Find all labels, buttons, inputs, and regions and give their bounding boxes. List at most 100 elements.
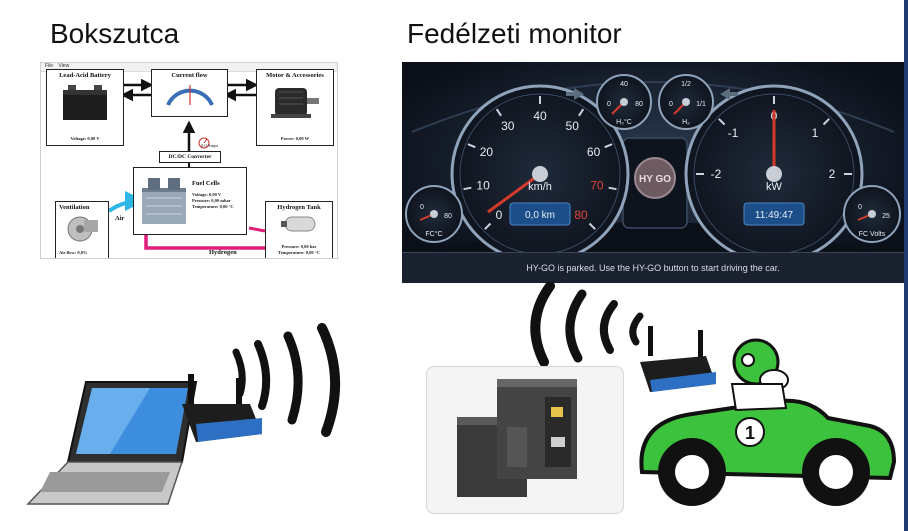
h2temp-tick-2: 80: [635, 101, 643, 108]
speed-tick-mark-5: [578, 108, 585, 117]
odometer-display: [509, 202, 571, 226]
hy-go-logo-icon[interactable]: [634, 157, 676, 199]
ventilation-airflow: Air flow: 0,0%: [59, 250, 88, 255]
power-tick-3: 1: [812, 126, 819, 140]
clock-display: [743, 202, 805, 226]
power-tick-0: -2: [711, 167, 722, 181]
menu-file[interactable]: File: [45, 63, 54, 69]
speed-tick-7: 70: [590, 178, 604, 192]
pit-lane-schematic: File View Lead-Acid Battery: [40, 62, 338, 259]
power-tick-mark-3: [822, 118, 830, 126]
speed-tick-2: 20: [480, 145, 494, 159]
gas-cylinder-icon: [281, 216, 316, 232]
speedometer-hub: [532, 166, 548, 182]
hy-go-logo-text: HY GO: [639, 174, 671, 185]
ventilation-title: Ventilation: [59, 204, 90, 211]
battery-title: Lead-Acid Battery: [59, 72, 111, 79]
h2level-tick-2: 1/1: [696, 101, 706, 108]
race-car-icon: 1: [639, 326, 897, 506]
fuel-cells-pressure: Pressure: 0,00 mbar: [192, 198, 231, 203]
laptop-icon: [26, 381, 198, 505]
controller-photo-panel: [426, 366, 624, 514]
dashboard-cluster: 0 10 20 30 40 50 60 70 80 -2 -1 0 1 2 km/h 0,0 km kW…: [402, 62, 904, 282]
current-amps: 0,0 Amps: [201, 143, 219, 148]
power-unit: kW: [766, 181, 783, 193]
fuel-cells-voltage: Voltage: 0,00 V: [192, 192, 222, 197]
fcvolts-tick-0: 0: [858, 204, 862, 211]
fcvolts-tick-1: 25: [882, 213, 890, 220]
wifi-waves-right-icon: [530, 282, 644, 367]
power-hub: [766, 166, 782, 182]
battery-box[interactable]: Lead-Acid Battery Voltage: 0,00 V: [46, 69, 124, 146]
wifi-router-car-icon: [640, 326, 716, 392]
speedometer-ticks: 0 10 20 30 40 50 60 70 80: [463, 96, 617, 230]
hydrogen-tank-pressure: Pressure: 0,00 bar: [281, 244, 317, 249]
ventilation-box[interactable]: Ventilation Air flow: 0,0%: [55, 201, 109, 258]
speed-tick-4: 40: [533, 109, 547, 123]
h2temp-tick-0: 0: [607, 101, 611, 108]
speed-tick-5: 50: [566, 119, 580, 133]
h2level-unit: H₂: [682, 119, 690, 126]
speed-tick-mark-1: [463, 186, 472, 191]
speed-unit: km/h: [528, 181, 552, 193]
embedded-controller-icon: [457, 379, 577, 497]
speed-tick-3: 30: [501, 119, 515, 133]
h2level-tick-0: 0: [669, 101, 673, 108]
onboard-monitor-title: Fedélzeti monitor: [407, 18, 622, 49]
fctemp-tick-1: 80: [444, 213, 452, 220]
power-tick-mark-1: [718, 118, 726, 126]
air-label: Air: [115, 215, 125, 222]
speed-tick-mark-0: [484, 222, 492, 230]
fcvolts-unit: FC Volts: [859, 231, 886, 238]
car-number: 1: [745, 423, 755, 443]
dcdc-converter-box[interactable]: DC/DC Converter: [159, 151, 221, 163]
wifi-router-left-icon: [182, 374, 262, 442]
speed-tick-mark-2: [467, 143, 476, 149]
speed-tick-6: 60: [587, 145, 601, 159]
dashboard-status-bar: HY-GO is parked. Use the HY-GO button to…: [402, 252, 904, 283]
power-tick-1: -1: [728, 126, 739, 140]
clock-value: 11:49:47: [755, 210, 794, 221]
h2temp-unit: H₂°C: [616, 118, 632, 126]
current-flow-box[interactable]: Current flow: [151, 69, 228, 117]
current-flow-title: Current flow: [171, 72, 208, 79]
wifi-waves-left-icon: [232, 323, 341, 437]
turn-right-arrow-icon: [720, 88, 738, 100]
fuel-cells-temperature: Temperature: 0,00 °C: [192, 204, 234, 209]
h2level-tick-1: 1/2: [681, 81, 691, 88]
onboard-dashboard: 0 10 20 30 40 50 60 70 80 -2 -1 0 1 2 km/h 0,0 km kW…: [402, 62, 904, 282]
power-tick-4: 2: [829, 167, 836, 181]
hydrogen-tank-temperature: Temperature: 0,00 °C: [278, 250, 320, 255]
battery-icon: [63, 85, 107, 120]
battery-voltage: Voltage: 0,00 V: [70, 136, 100, 141]
fctemp-tick-0: 0: [420, 204, 424, 211]
wireless-scene: [26, 282, 644, 505]
motor-box[interactable]: Motor & Accessories Power: 0,00 W: [256, 69, 334, 146]
speed-tick-mark-6: [604, 143, 613, 149]
speed-tick-1: 10: [476, 178, 490, 192]
speed-tick-0: 0: [496, 208, 503, 222]
hydrogen-tank-box[interactable]: Hydrogen Tank Pressure: 0,00 bar Tempera…: [265, 201, 333, 258]
electric-motor-icon: [271, 88, 319, 118]
odometer-value: 0,0 km: [525, 210, 555, 221]
motor-title: Motor & Accessories: [266, 72, 324, 79]
motor-power: Power: 0,00 W: [280, 136, 310, 141]
hydrogen-label: Hydrogen: [209, 249, 237, 256]
right-edge-divider: [904, 0, 908, 531]
fuel-cells-box[interactable]: Fuel Cells Voltage: 0,00 V Pressure: 0,0…: [133, 167, 247, 235]
fan-icon: [67, 216, 98, 242]
turn-left-arrow-icon: [566, 88, 584, 100]
menu-view[interactable]: View: [58, 63, 70, 69]
current-flow-gauge: [165, 85, 214, 106]
fctemp-unit: FC°C: [425, 230, 442, 238]
speed-tick-8: 80: [574, 208, 588, 222]
pit-lane-title: Bokszutca: [50, 18, 180, 49]
h2temp-tick-1: 40: [620, 81, 628, 88]
speed-tick-mark-7: [608, 186, 617, 191]
hydrogen-tank-title: Hydrogen Tank: [277, 204, 321, 211]
speed-tick-mark-8: [588, 222, 596, 230]
speedometer-needle: [487, 172, 541, 214]
fuel-cell-stack-icon: [142, 178, 186, 224]
speed-tick-mark-3: [495, 108, 502, 117]
fuel-cells-title: Fuel Cells: [192, 180, 220, 187]
